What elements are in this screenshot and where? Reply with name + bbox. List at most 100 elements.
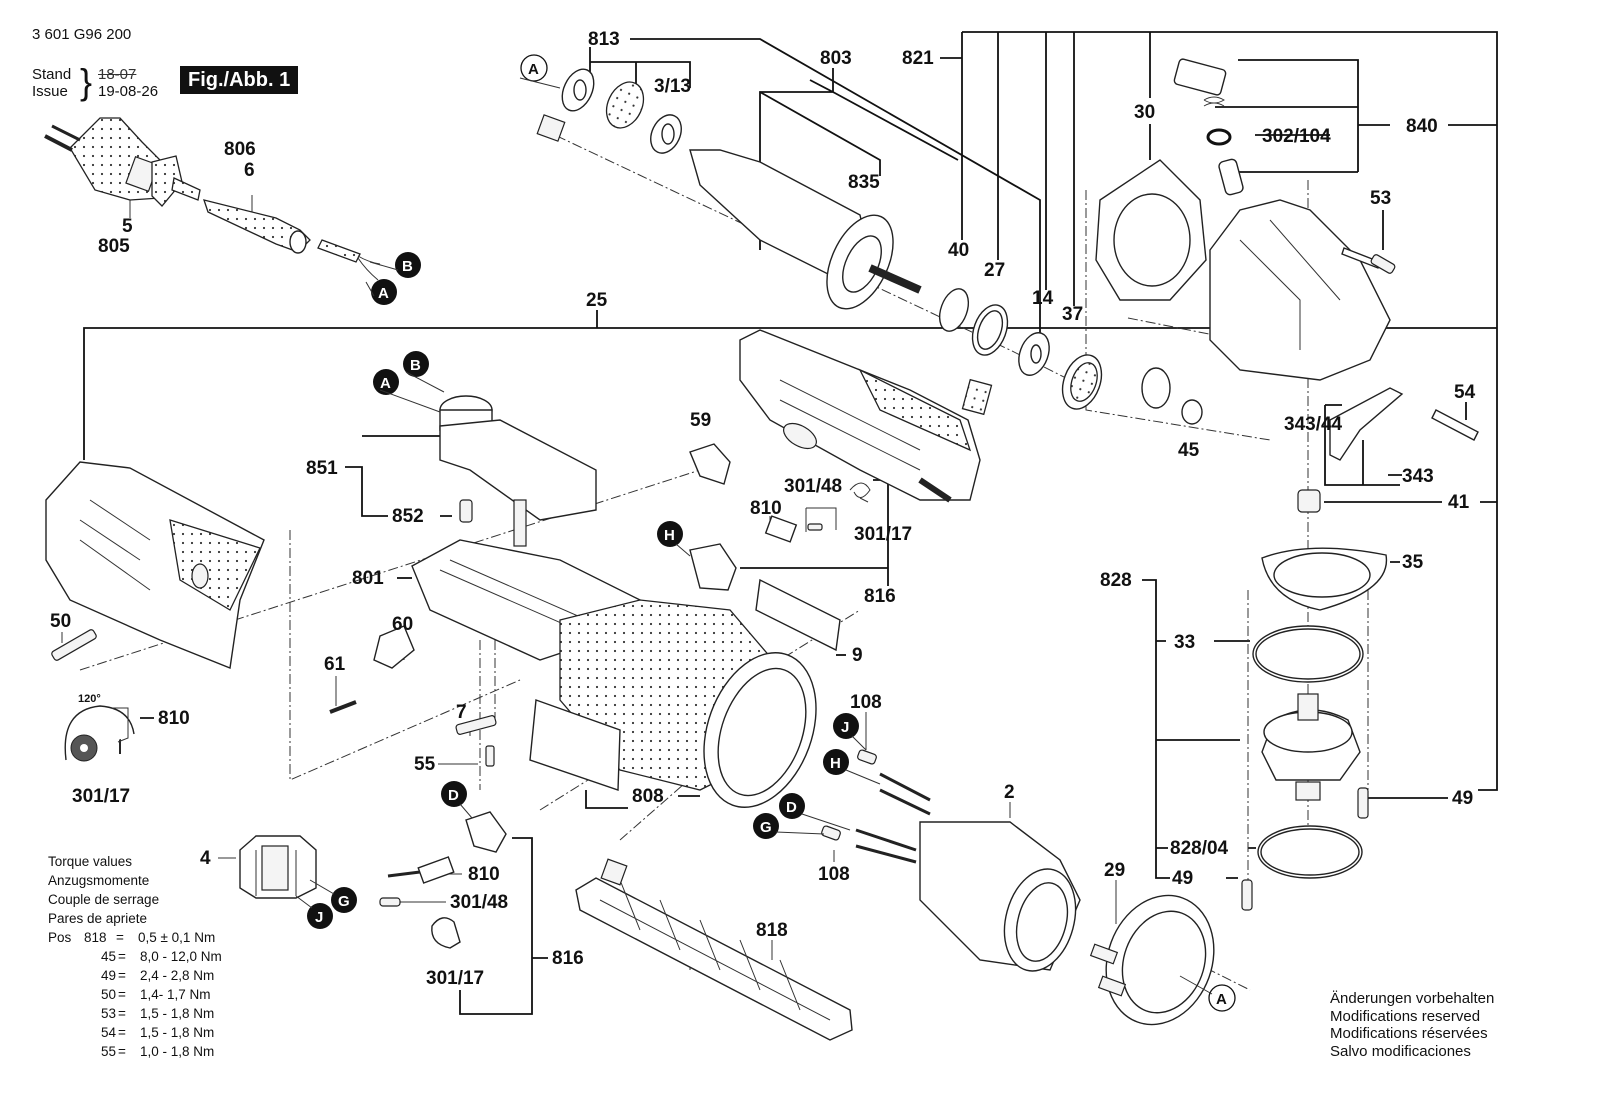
connector-h-top: H [657, 521, 683, 547]
plug-part-805 [44, 117, 201, 207]
label-301-17-bottom: 301/17 [426, 968, 484, 989]
connector-h-stator: H [823, 749, 849, 775]
notice-fr: Modifications réservées [1330, 1025, 1488, 1042]
label-49-right: 49 [1452, 788, 1473, 809]
label-301-17-left: 301/17 [72, 786, 130, 807]
torque-pos: 54 [100, 1025, 116, 1040]
part-number-labels: 813 803 821 3/13 835 30 840 302/104 53 8… [50, 29, 1476, 989]
label-2: 2 [1004, 782, 1015, 803]
svg-text:H: H [664, 527, 675, 544]
label-301-17-top: 301/17 [854, 524, 912, 545]
notice-es: Salvo modificaciones [1330, 1042, 1471, 1060]
label-851: 851 [306, 458, 338, 479]
label-41: 41 [1448, 492, 1470, 513]
torque-value: 1,5 - 1,8 Nm [140, 1006, 215, 1021]
motor-housing-part-801 [329, 539, 841, 808]
label-806: 806 [224, 139, 256, 160]
stand-issue-labels: Stand Issue [32, 66, 71, 100]
handle-cover-part-818 [575, 858, 853, 1041]
label-810-bottom: 810 [468, 864, 500, 885]
label-30: 30 [1134, 102, 1155, 123]
label-840: 840 [1406, 116, 1438, 137]
label-343-44: 343/44 [1284, 414, 1343, 435]
svg-text:D: D [448, 787, 459, 804]
label-816-bottom: 816 [552, 948, 584, 969]
torque-row: 53 = 1,5 - 1,8 Nm [48, 1004, 222, 1023]
label-29: 29 [1104, 860, 1125, 881]
equals-sign: = [118, 949, 126, 964]
equals-sign: = [118, 968, 126, 983]
brace-symbol: } [80, 61, 93, 102]
svg-text:A: A [380, 375, 391, 392]
label-54: 54 [1454, 382, 1476, 403]
svg-text:J: J [841, 719, 849, 736]
torque-pos: 55 [100, 1044, 116, 1059]
connector-g-stator: G [753, 813, 779, 839]
notice-en: Modifications reserved [1330, 1007, 1481, 1025]
armature-part-835 [689, 149, 922, 310]
torque-pos: 818 [84, 930, 107, 945]
label-6: 6 [244, 160, 255, 181]
torque-row: 45 = 8,0 - 12,0 Nm [48, 947, 222, 966]
svg-text:B: B [410, 357, 421, 374]
document-number: 3 601 G96 200 [32, 26, 132, 43]
label-45: 45 [1178, 440, 1200, 461]
torque-title-fr: Couple de serrage [48, 892, 160, 907]
torque-row: 50 = 1,4- 1,7 Nm [48, 985, 222, 1004]
connector-b-cable: B [395, 252, 421, 278]
leader-lines [61, 31, 1498, 1015]
label-14: 14 [1032, 288, 1054, 309]
svg-text:A: A [378, 285, 389, 302]
torque-value: 1,0 - 1,8 Nm [140, 1044, 215, 1059]
torque-value: 1,5 - 1,8 Nm [140, 1025, 215, 1040]
label-813: 813 [588, 29, 620, 50]
equals-sign: = [118, 1006, 126, 1021]
connector-g-electronics: G [331, 887, 357, 913]
old-stand-date: 18-07 [98, 66, 137, 83]
svg-text:D: D [786, 799, 797, 816]
brush-holder-parts [379, 443, 871, 949]
svg-text:B: B [402, 258, 413, 275]
label-828: 828 [1100, 570, 1132, 591]
label-852: 852 [392, 506, 424, 527]
torque-row: 55 = 1,0 - 1,8 Nm [48, 1042, 222, 1061]
label-7: 7 [456, 702, 467, 723]
spring-part-810 [64, 705, 135, 762]
torque-title-de: Anzugsmomente [48, 873, 150, 888]
figure-label: Fig./Abb. 1 [180, 66, 299, 94]
label-35: 35 [1402, 552, 1424, 573]
torque-title-es: Pares de apriete [48, 911, 148, 926]
label-810-top: 810 [750, 498, 782, 519]
issue-label: Issue [32, 83, 68, 100]
svg-text:G: G [338, 893, 350, 910]
torque-row: 54 = 1,5 - 1,8 Nm [48, 1023, 222, 1042]
cable-sleeve-part-806 [203, 199, 381, 281]
stator-part-2 [821, 749, 1081, 972]
cover-part-29 [1089, 894, 1215, 1026]
connector-a-outline-top: A [520, 54, 548, 82]
torque-value: 2,4 - 2,8 Nm [140, 968, 215, 983]
label-805: 805 [98, 236, 130, 257]
torque-row: 49 = 2,4 - 2,8 Nm [48, 966, 222, 985]
notice-de: Änderungen vorbehalten [1330, 990, 1495, 1007]
connector-b-switch: B [403, 351, 429, 377]
label-25: 25 [586, 290, 608, 311]
label-810-left: 810 [158, 708, 190, 729]
label-828-04: 828/04 [1170, 838, 1229, 859]
label-835: 835 [848, 172, 880, 193]
torque-title-en: Torque values [48, 854, 133, 869]
torque-value: 0,5 ± 0,1 Nm [138, 930, 216, 945]
label-301-48-top: 301/48 [784, 476, 842, 497]
label-821: 821 [902, 48, 934, 69]
torque-pos: 50 [100, 987, 116, 1002]
svg-text:G: G [760, 819, 772, 836]
equals-sign: = [118, 987, 126, 1002]
label-108-top: 108 [850, 692, 882, 713]
label-343: 343 [1402, 466, 1434, 487]
label-3-13: 3/13 [654, 76, 691, 97]
label-53: 53 [1370, 188, 1391, 209]
connector-a-outline-bottom: A [1208, 984, 1236, 1012]
connector-d-brush: D [441, 781, 467, 807]
label-816-top: 816 [864, 586, 896, 607]
